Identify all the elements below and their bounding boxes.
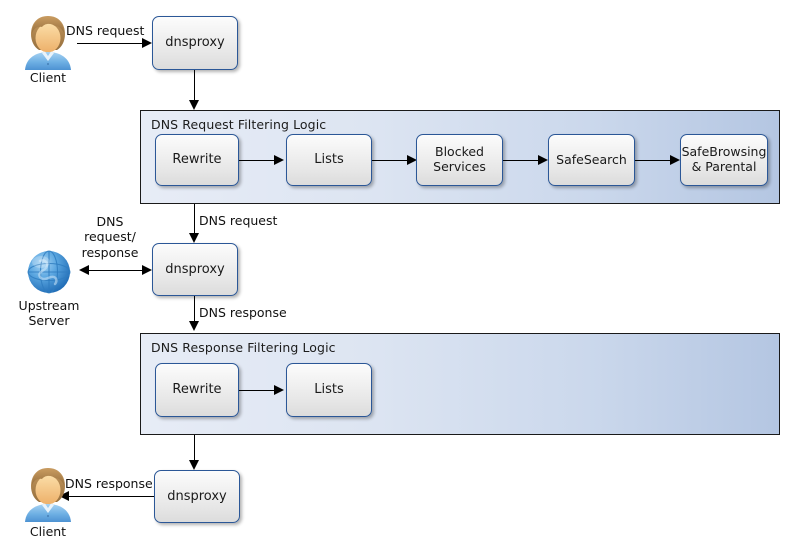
edge-safesearch-to-safebrowsing — [635, 160, 671, 161]
edge-lists-to-blocked-services — [372, 160, 408, 161]
edge-label-proxy-to-client: DNS response — [65, 476, 153, 491]
edge-label-upstream-exchange: DNS request/ response — [74, 214, 146, 260]
stage-rewrite-request[interactable]: Rewrite — [155, 134, 239, 186]
dnsproxy-top-label: dnsproxy — [165, 35, 225, 51]
edge-label-client-to-proxy: DNS request — [66, 23, 145, 38]
arrowhead-proxy-to-request-filter — [189, 100, 199, 110]
stage-rewrite-response[interactable]: Rewrite — [155, 363, 239, 417]
edge-blocked-services-to-safesearch — [503, 160, 539, 161]
group-response-filtering: DNS Response Filtering Logic — [140, 333, 780, 435]
group-title-response-filtering: DNS Response Filtering Logic — [151, 340, 336, 355]
actor-label-client-top: Client — [29, 70, 67, 85]
stage-blocked-services[interactable]: Blocked Services — [416, 134, 503, 186]
arrowhead-safesearch-to-safebrowsing — [670, 154, 680, 165]
actor-label-upstream: Upstream Server — [4, 298, 94, 328]
stage-label-line1: SafeBrowsing — [681, 144, 767, 160]
stage-label: Lists — [314, 382, 344, 398]
user-icon — [25, 468, 71, 522]
arrowhead-lists-to-blocked-services — [407, 154, 417, 165]
stage-label: Lists — [314, 152, 344, 168]
edge-proxy-to-client — [68, 496, 154, 497]
edge-label-upstream-line2: request/ — [84, 229, 136, 245]
edge-label-upstream-line3: response — [81, 244, 139, 260]
dnsproxy-bottom-label: dnsproxy — [167, 488, 227, 504]
actor-label-upstream-line2: Server — [28, 313, 70, 328]
arrowhead-rewrite-to-lists-response — [274, 384, 284, 395]
globe-icon — [27, 250, 71, 294]
arrowhead-response-filter-to-proxy — [189, 460, 199, 470]
arrowhead-request-filter-to-proxy — [189, 233, 199, 243]
edge-label-proxy-to-request-filter: DNS request — [199, 213, 278, 228]
arrowhead-blocked-services-to-safesearch — [538, 154, 548, 165]
arrowhead-rewrite-to-lists-request — [274, 154, 284, 165]
user-icon — [25, 16, 71, 70]
stage-safesearch[interactable]: SafeSearch — [548, 134, 635, 186]
arrowhead-proxy-to-client — [59, 490, 69, 501]
edge-upstream-exchange — [88, 270, 144, 271]
stage-label-line2: Services — [433, 159, 486, 174]
stage-label: SafeSearch — [556, 151, 627, 167]
edge-proxy-to-request-filter — [194, 70, 195, 100]
arrowhead-upstream-exchange-left — [79, 264, 89, 275]
actor-label-upstream-line1: Upstream — [18, 298, 80, 313]
edge-client-to-proxy — [77, 43, 143, 44]
edge-label-upstream-line1: DNS — [96, 214, 124, 229]
stage-label: Rewrite — [172, 152, 222, 168]
arrowhead-proxy-to-response-filter — [189, 321, 199, 331]
dnsproxy-top-box[interactable]: dnsproxy — [152, 16, 238, 70]
edge-rewrite-to-lists-request — [239, 160, 275, 161]
edge-request-filter-to-proxy — [194, 204, 195, 233]
actor-label-client-bottom: Client — [29, 524, 67, 539]
dnsproxy-bottom-box[interactable]: dnsproxy — [154, 470, 240, 523]
dnsproxy-middle-box[interactable]: dnsproxy — [152, 243, 238, 296]
edge-proxy-to-response-filter — [194, 296, 195, 321]
arrowhead-client-to-proxy — [142, 37, 152, 48]
edge-response-filter-to-proxy — [194, 435, 195, 460]
stage-lists-response[interactable]: Lists — [286, 363, 372, 417]
edge-rewrite-to-lists-response — [239, 390, 275, 391]
stage-label-line2: & Parental — [691, 159, 757, 174]
stage-safebrowsing-parental[interactable]: SafeBrowsing & Parental — [680, 134, 768, 186]
stage-lists-request[interactable]: Lists — [286, 134, 372, 186]
edge-label-proxy-to-response-filter: DNS response — [199, 305, 287, 320]
dnsproxy-middle-label: dnsproxy — [165, 261, 225, 277]
stage-label-line1: Blocked — [435, 144, 484, 160]
stage-label: Rewrite — [172, 382, 222, 398]
group-title-request-filtering: DNS Request Filtering Logic — [151, 117, 327, 132]
arrowhead-upstream-exchange-right — [142, 264, 152, 275]
